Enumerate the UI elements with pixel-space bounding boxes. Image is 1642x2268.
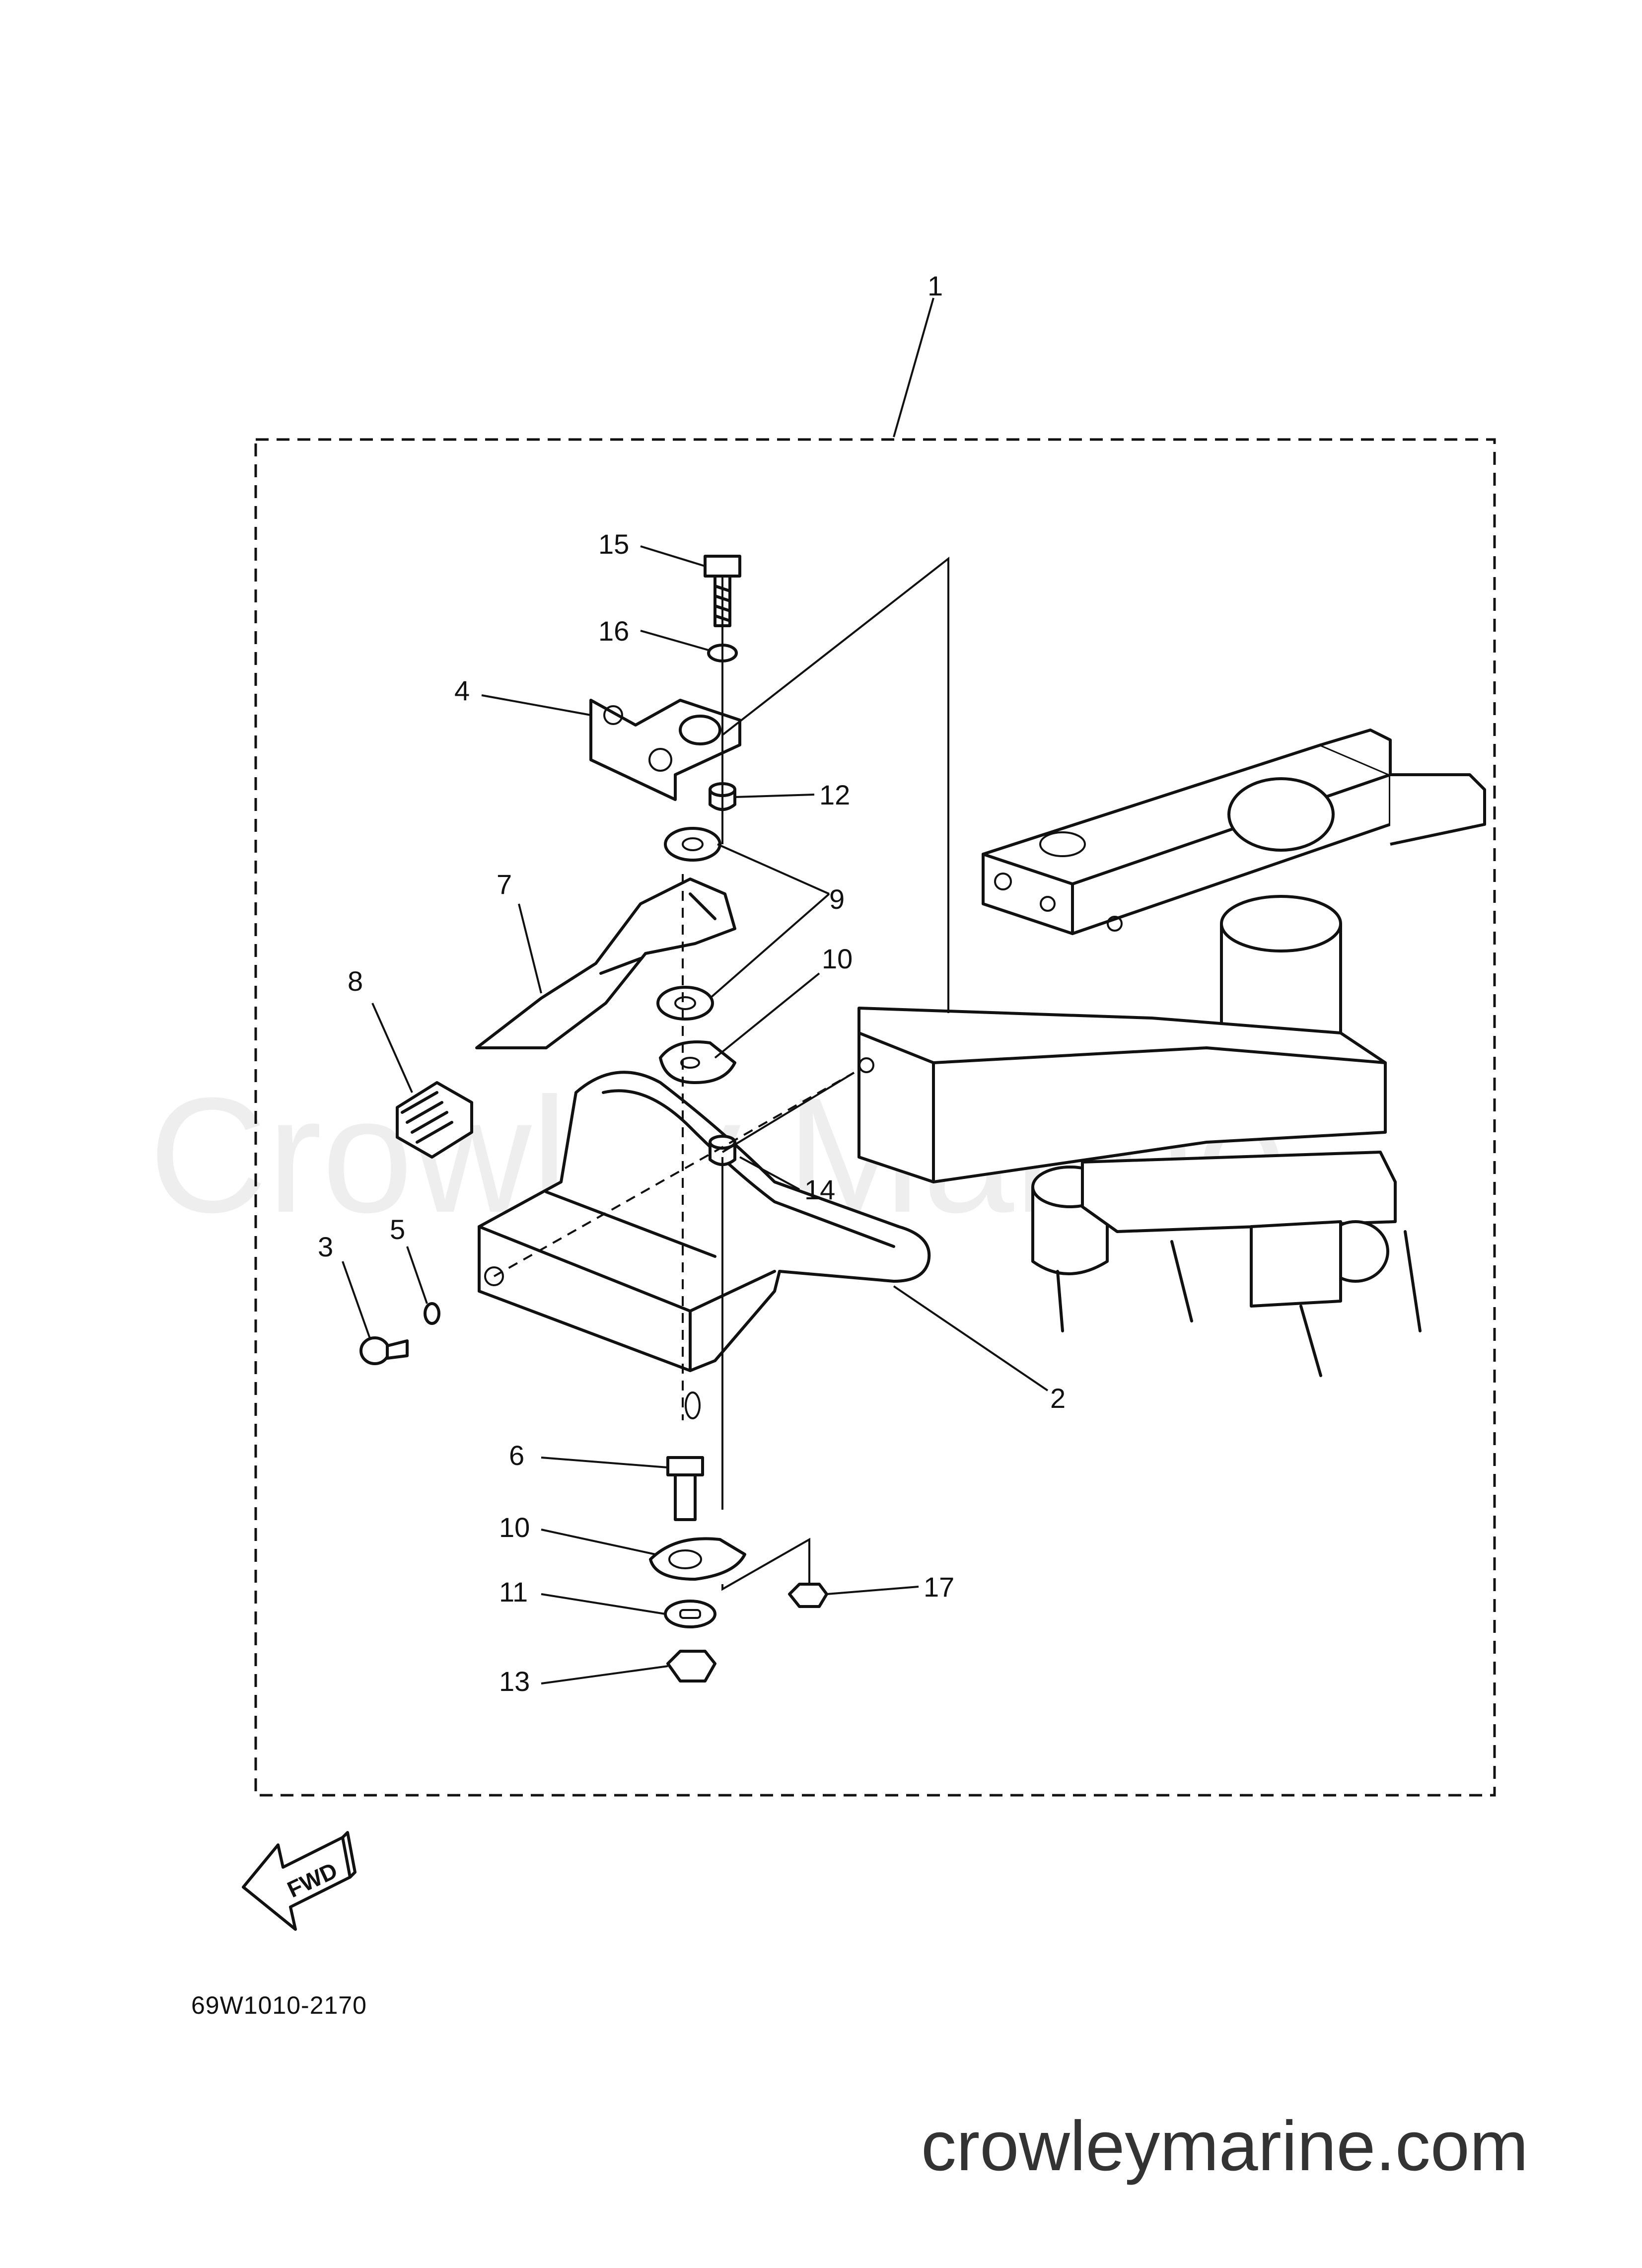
assembly-boundary [254, 438, 1496, 1797]
bracket-plate-part [478, 1071, 931, 1419]
footer-url[interactable]: crowleymarine.com [921, 2107, 1528, 2186]
washer-9-upper-part [664, 827, 721, 862]
washer-11-part [664, 1600, 716, 1628]
assembly-guide-lines [494, 556, 949, 1591]
callout-1: 1 [928, 270, 943, 301]
callout-6: 6 [509, 1440, 524, 1471]
nut-13-part [666, 1650, 716, 1683]
washer-9-lower-part [656, 986, 714, 1021]
callout-labels: 1 2 3 4 5 6 7 8 9 10 10 11 12 13 14 15 1… [318, 270, 1066, 1697]
plate-10-upper-part [659, 1040, 736, 1084]
callout-5: 5 [390, 1214, 405, 1245]
callout-11: 11 [499, 1576, 528, 1608]
callout-7: 7 [497, 869, 512, 900]
callout-4: 4 [454, 675, 470, 706]
callout-3: 3 [318, 1231, 333, 1262]
upper-bracket-part [589, 699, 741, 801]
drawing-code: 69W1010-2170 [191, 1991, 367, 2019]
screw-3-part [359, 1336, 409, 1365]
callout-10-lower: 10 [499, 1512, 530, 1543]
callout-14: 14 [804, 1174, 835, 1205]
swivel-bracket-illustration [857, 729, 1486, 1377]
nut-17-part [788, 1583, 828, 1608]
callout-8: 8 [348, 965, 363, 997]
callout-13: 13 [499, 1666, 530, 1697]
callout-2: 2 [1050, 1383, 1066, 1414]
callout-17: 17 [924, 1571, 954, 1603]
lever-grip-part [396, 1081, 473, 1159]
leader-lines [342, 297, 1049, 1684]
forward-direction-arrow: FWD [242, 1831, 357, 1931]
callout-9: 9 [829, 883, 845, 915]
callout-10-upper: 10 [822, 943, 853, 974]
callout-16: 16 [598, 615, 629, 647]
ring-5-part [424, 1302, 440, 1325]
callout-12: 12 [819, 779, 850, 810]
plate-10-lower-part [649, 1537, 746, 1581]
pin-6-part [666, 1456, 704, 1521]
lever-part [475, 878, 736, 1049]
callout-15: 15 [598, 528, 629, 560]
